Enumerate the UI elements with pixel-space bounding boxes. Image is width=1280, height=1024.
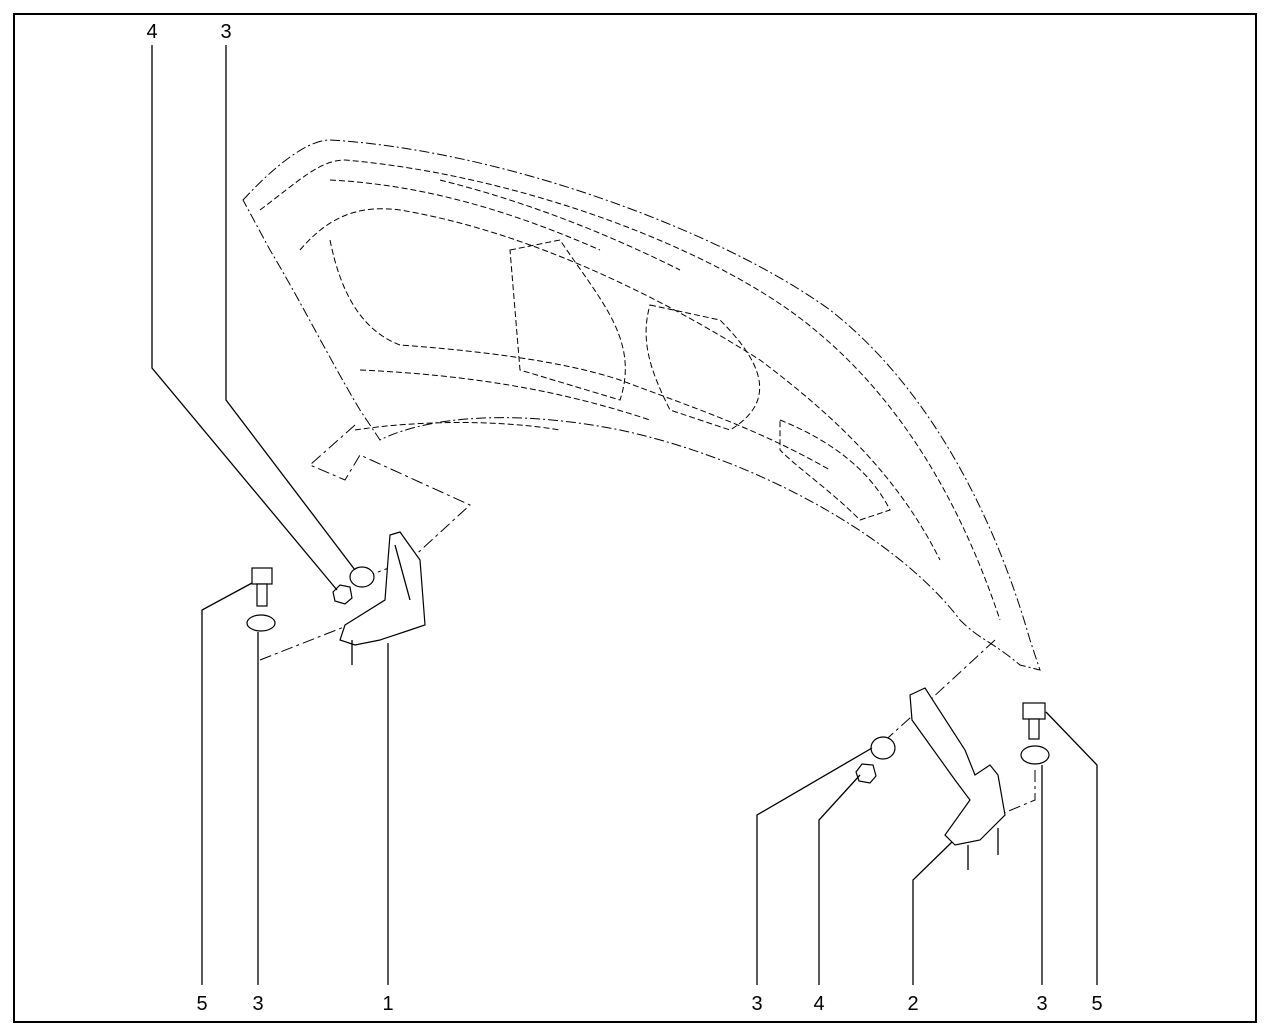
callout-bottom-5-right: 5 [1091,993,1102,1015]
callout-bottom-3-mid: 3 [751,993,762,1015]
right-washer-lower [1020,745,1050,765]
left-washer-upper [349,566,375,588]
callout-bottom-3-right: 3 [1036,993,1047,1015]
callout-bottom-3-left: 3 [252,993,263,1015]
right-bolt [1022,702,1046,740]
callout-bottom-2: 2 [907,993,918,1015]
callout-bottom-4: 4 [813,993,824,1015]
frame-border [13,13,1257,1023]
leader-lines [151,45,1098,985]
left-washer-lower [246,614,276,632]
right-nut [855,763,877,784]
left-bolt [251,567,273,607]
callout-bottom-5-left: 5 [196,993,207,1015]
callout-top-4: 4 [146,21,157,43]
right-washer-upper [870,736,896,760]
left-hinge [339,531,426,665]
right-hinge [909,687,1006,870]
callout-bottom-1: 1 [382,993,393,1015]
callout-top-3: 3 [220,21,231,43]
hood-panel [242,139,1041,671]
left-nut [332,584,353,605]
